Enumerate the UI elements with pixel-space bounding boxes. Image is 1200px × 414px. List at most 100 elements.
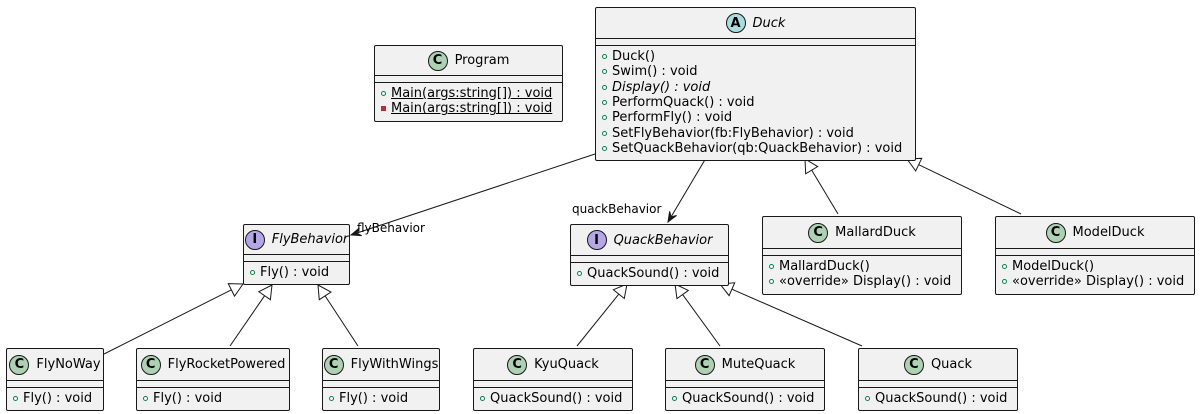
method-item: Display() : void <box>602 80 909 95</box>
inheritance-line <box>731 288 863 347</box>
inheritance-line <box>811 169 839 215</box>
method-signature: Fly() : void <box>23 391 93 407</box>
methods-compartment: Fly() : void <box>244 262 349 284</box>
fields-compartment <box>7 381 103 388</box>
inheritance-line <box>918 164 1022 215</box>
method-signature: ModelDuck() <box>1012 259 1095 275</box>
association-arrowhead-icon <box>667 211 677 224</box>
public-visibility-icon <box>602 100 607 106</box>
method-item: SetQuackBehavior(qb:QuackBehavior) : voi… <box>602 141 909 156</box>
class-name: KyuQuack <box>534 357 599 372</box>
method-item: Fly() : void <box>143 391 283 406</box>
class-name: FlyRocketPowered <box>167 357 286 372</box>
inheritance-arrowhead-icon <box>317 284 332 301</box>
stereotype-badge-icon: C <box>903 354 924 375</box>
method-signature: «override» Display() : void <box>779 274 952 290</box>
method-item: QuackSound() : void <box>480 391 626 406</box>
method-item: «override» Display() : void <box>1002 274 1188 289</box>
method-item: Main(args:string[]) : void <box>381 101 556 116</box>
fields-compartment <box>323 381 439 388</box>
method-item: MallardDuck() <box>769 259 955 274</box>
class-name: ModelDuck <box>1072 225 1145 240</box>
methods-compartment: QuackSound() : void <box>474 388 632 410</box>
public-visibility-icon <box>1002 264 1007 270</box>
method-item: QuackSound() : void <box>865 391 1011 406</box>
public-visibility-icon <box>480 396 485 402</box>
method-signature: Fly() : void <box>153 391 223 407</box>
method-item: QuackSound() : void <box>672 391 818 406</box>
stereotype-badge-icon: C <box>140 354 161 375</box>
method-item: Fly() : void <box>250 265 343 280</box>
class-name: FlyBehavior <box>271 232 349 247</box>
inheritance-arrowhead-icon <box>227 283 244 298</box>
class-header: I FlyBehavior <box>244 225 349 255</box>
method-signature: Main(args:string[]) : void <box>391 86 553 102</box>
fields-compartment <box>571 256 728 263</box>
method-item: Duck() <box>602 49 909 64</box>
public-visibility-icon <box>672 396 677 402</box>
method-signature: Fly() : void <box>260 265 330 281</box>
methods-compartment: Fly() : void <box>323 388 439 410</box>
public-visibility-icon <box>250 270 255 276</box>
class-name: MuteQuack <box>721 357 796 372</box>
method-item: Fly() : void <box>13 391 97 406</box>
fields-compartment <box>244 255 349 262</box>
fields-compartment <box>596 39 915 46</box>
class-name: Quack <box>930 357 973 372</box>
inheritance-line <box>229 295 266 347</box>
methods-compartment: Fly() : void <box>137 388 289 410</box>
stereotype-badge-icon: I <box>244 229 265 250</box>
stereotype-badge-icon: I <box>586 230 607 250</box>
method-item: Main(args:string[]) : void <box>381 86 556 101</box>
public-visibility-icon <box>143 396 148 402</box>
fields-compartment <box>474 381 632 388</box>
method-item: QuackSound() : void <box>577 266 722 281</box>
public-visibility-icon <box>381 91 386 97</box>
inheritance-line <box>682 294 721 347</box>
public-visibility-icon <box>602 54 607 60</box>
inheritance-line <box>103 289 232 355</box>
fields-compartment <box>375 76 562 83</box>
class-name: Program <box>454 53 510 68</box>
inheritance-line <box>576 293 620 347</box>
method-item: «override» Display() : void <box>769 274 955 289</box>
stereotype-badge-icon: C <box>323 354 344 375</box>
method-signature: Duck() <box>612 49 656 65</box>
public-visibility-icon <box>602 145 607 151</box>
inheritance-arrowhead-icon <box>674 283 690 300</box>
quack-behavior-role-label: quackBehavior <box>572 202 662 216</box>
public-visibility-icon <box>13 396 18 402</box>
method-signature: Display() : void <box>612 79 711 95</box>
fields-compartment <box>859 381 1017 388</box>
class-header: C FlyWithWings <box>323 349 439 381</box>
class-name: FlyWithWings <box>350 357 439 372</box>
public-visibility-icon <box>1002 279 1007 285</box>
methods-compartment: QuackSound() : void <box>859 388 1017 410</box>
public-visibility-icon <box>769 279 774 285</box>
association-line <box>350 153 596 236</box>
method-signature: «override» Display() : void <box>1012 274 1185 290</box>
method-signature: Swim() : void <box>612 64 698 80</box>
private-visibility-icon <box>381 106 386 112</box>
class-header: C Quack <box>859 349 1017 381</box>
